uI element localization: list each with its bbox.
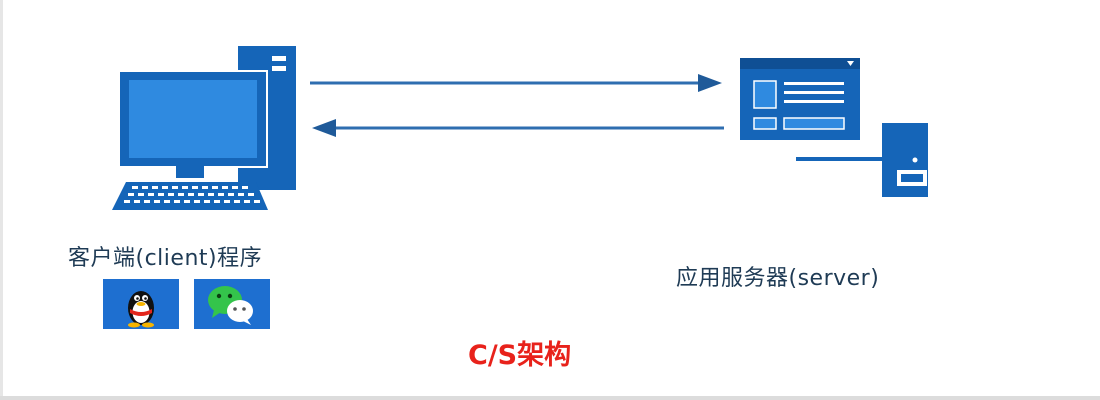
architecture-caption: C/S架构 [468, 340, 572, 371]
server-icon [740, 58, 928, 197]
request-arrow [310, 74, 722, 92]
qq-penguin-icon [128, 291, 154, 328]
wechat-app-tile [194, 279, 270, 329]
response-arrow [312, 119, 724, 137]
server-label: 应用服务器(server) [676, 266, 880, 291]
left-border [0, 0, 3, 400]
desktop-computer-icon [112, 46, 296, 210]
bottom-border [0, 396, 1100, 400]
qq-app-tile [103, 279, 179, 329]
client-label: 客户端(client)程序 [68, 246, 263, 271]
wechat-icon [208, 286, 253, 325]
